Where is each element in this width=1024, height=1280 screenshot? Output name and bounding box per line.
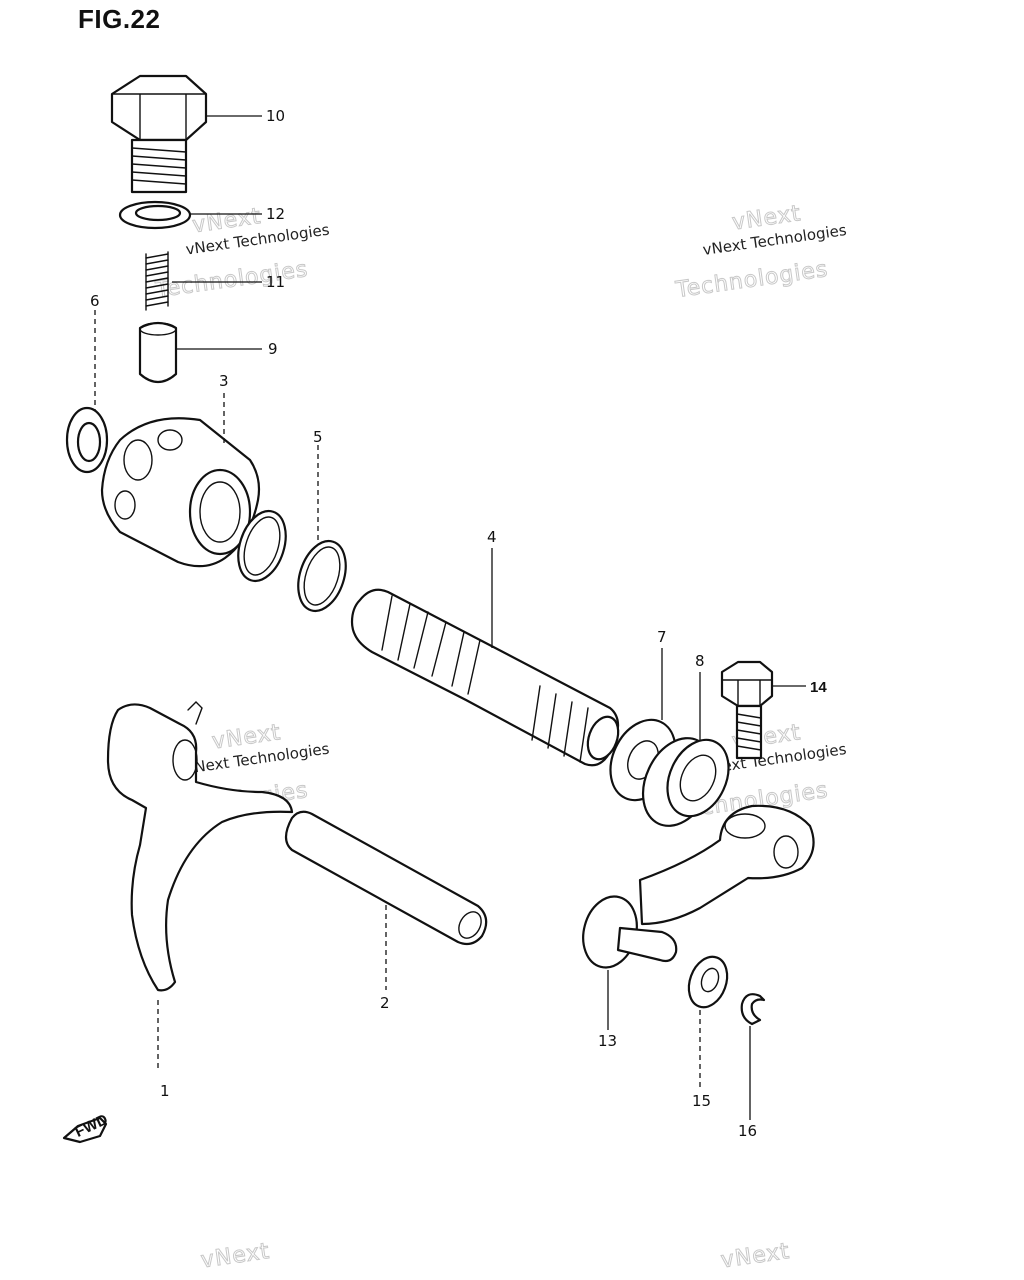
callout-3: 3 xyxy=(219,372,229,390)
part-5-circlip-pair xyxy=(237,445,347,613)
callout-6: 6 xyxy=(90,292,100,310)
part-14-bolt xyxy=(720,660,806,760)
part-1-shift-fork xyxy=(106,701,294,1072)
part-8-oil-seal xyxy=(641,672,730,827)
part-9-plunger xyxy=(138,321,262,384)
watermark-group: vNext xyxy=(719,1238,792,1273)
callout-8: 8 xyxy=(695,652,705,670)
callout-5: 5 xyxy=(313,428,323,446)
callout-14: 14 xyxy=(810,679,827,696)
watermark-text: vNext xyxy=(199,1239,271,1273)
watermark-group: vNext vNext Technologies Technologies xyxy=(673,201,848,304)
callout-12: 12 xyxy=(266,205,285,223)
part-6-washer xyxy=(65,310,109,474)
forward-arrow-icon xyxy=(62,1116,108,1144)
callout-13: 13 xyxy=(598,1032,617,1050)
callout-4: 4 xyxy=(487,528,497,546)
callout-11: 11 xyxy=(266,273,285,291)
part-12-washer xyxy=(118,200,262,230)
part-10-hex-bolt xyxy=(110,74,262,194)
callout-16: 16 xyxy=(738,1122,757,1140)
figure-title: FIG.22 xyxy=(78,4,161,34)
callout-7: 7 xyxy=(657,628,667,646)
watermark-text: Technologies xyxy=(154,257,310,303)
watermark-text: Technologies xyxy=(674,257,830,303)
callout-1: 1 xyxy=(160,1082,170,1100)
watermark-text: vNext xyxy=(719,1239,791,1273)
part-11-spring xyxy=(145,251,262,311)
part-16-e-clip xyxy=(740,993,766,1120)
watermark-group: vNext xyxy=(199,1238,272,1273)
part-13-shift-arm xyxy=(582,804,815,1030)
part-15-washer xyxy=(687,955,729,1090)
callout-9: 9 xyxy=(268,340,278,358)
fwd-marker: FWD xyxy=(62,1111,111,1144)
callout-2: 2 xyxy=(380,994,390,1012)
callout-10: 10 xyxy=(266,107,285,125)
part-3-shift-cam xyxy=(100,393,261,568)
part-2-fork-shaft xyxy=(284,810,488,990)
callout-15: 15 xyxy=(692,1092,711,1110)
part-4-shift-shaft xyxy=(350,548,620,767)
